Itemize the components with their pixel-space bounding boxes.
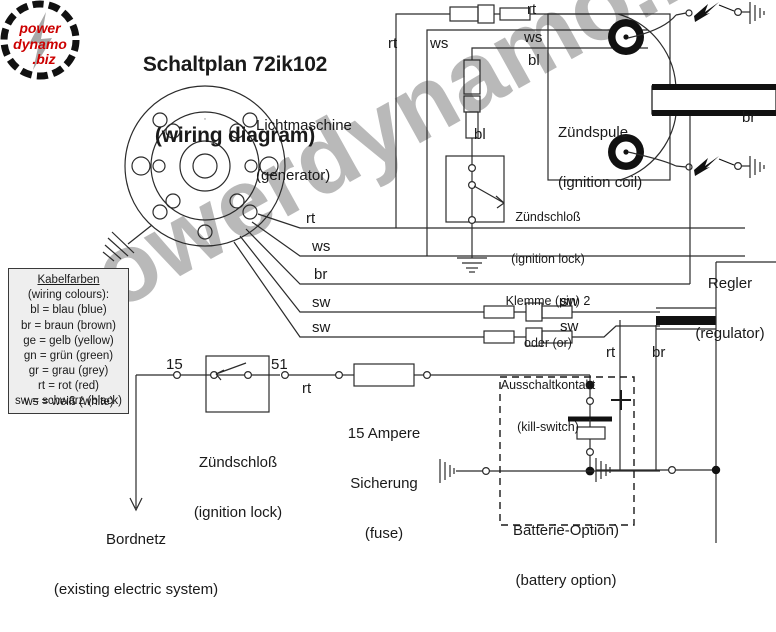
wire-label-reg-br: br [652, 345, 665, 362]
battery-option-label: Batterie-Option) (battery option) [513, 489, 619, 623]
legend-entry: bl = blau (blue) [11, 303, 126, 318]
regulator-label: Regler (regulator) [695, 242, 764, 376]
wire-label-gen-rt: rt [306, 211, 315, 228]
ignition-lock-box [206, 356, 269, 412]
wire-label-top-ws-right: ws [524, 30, 542, 47]
wire-colour-legend: Kabelfarben (wiring colours): bl = blau … [8, 268, 129, 414]
legend-entry-ws: ws = weiß (white) [24, 396, 113, 409]
junction-reg-ground [712, 466, 720, 474]
connector-bar [652, 86, 776, 114]
legend-subheading: (wiring colours): [11, 288, 126, 303]
generator-ground-icon [103, 232, 134, 261]
kill-switch-label: Zündschloß (ignition lock) Klemme (pin) … [501, 182, 596, 462]
wire-label-reg-rt: rt [606, 345, 615, 362]
wire-label-top-rt-left: rt [388, 36, 397, 53]
wire-label-gen-br: br [314, 267, 327, 284]
wire-label-top-ws-left: ws [430, 36, 448, 53]
logo-line3: .biz [32, 51, 55, 67]
spark-ground-upper [750, 2, 764, 24]
battery-ground-icon [440, 459, 454, 483]
terminal-reg-ground [669, 467, 676, 474]
wiring-diagram-canvas: powerdynamo.biz [0, 0, 776, 543]
kill-switch-blade [474, 186, 504, 203]
terminal-51-label: 51 [271, 357, 288, 374]
coil-terminal-upper [608, 19, 644, 55]
connector-rt-top [450, 5, 530, 23]
wire-label-sw-upper: sw [560, 294, 578, 311]
wire-label-gen-sw2: sw [312, 320, 330, 337]
wire-label-sw-lower: sw [560, 319, 578, 336]
wire-label-coil-br: br [742, 110, 755, 127]
wire-label-lock-rt: rt [302, 381, 311, 398]
fuse-body [354, 364, 414, 386]
spark-ground-lower [750, 156, 764, 178]
wire-label-top-bl: bl [528, 53, 540, 70]
logo-line1: power [18, 20, 62, 36]
title-line1: Schaltplan 72ik102 [143, 53, 327, 77]
wire-label-gen-ws: ws [312, 239, 330, 256]
legend-entry: gn = grün (green) [11, 349, 126, 364]
spark-plug-lower [694, 156, 719, 176]
legend-entry: ge = gelb (yellow) [11, 334, 126, 349]
bordnetz-label: Bordnetz (existing electric system) [54, 498, 218, 632]
wire-label-top-rt-right: rt [527, 2, 536, 19]
terminal-bl [469, 165, 476, 172]
killswitch-ground-icon [457, 258, 487, 272]
logo-line2: dynamo [13, 36, 67, 52]
spark-plug-upper [694, 2, 719, 22]
legend-entry: rt = rot (red) [11, 379, 126, 394]
terminal-15-label: 15 [166, 357, 183, 374]
wire-label-gen-sw1: sw [312, 295, 330, 312]
legend-entry: br = braun (brown) [11, 319, 126, 334]
powerdynamo-logo: power dynamo .biz [0, 0, 80, 80]
wire-label-mid-bl: bl [474, 127, 486, 144]
generator-label: Lichtmaschine (generator) [256, 84, 352, 218]
fuse-label: 15 Ampere Sicherung (fuse) [348, 392, 421, 577]
legend-entry: gr = grau (grey) [11, 364, 126, 379]
legend-heading: Kabelfarben [11, 273, 126, 288]
